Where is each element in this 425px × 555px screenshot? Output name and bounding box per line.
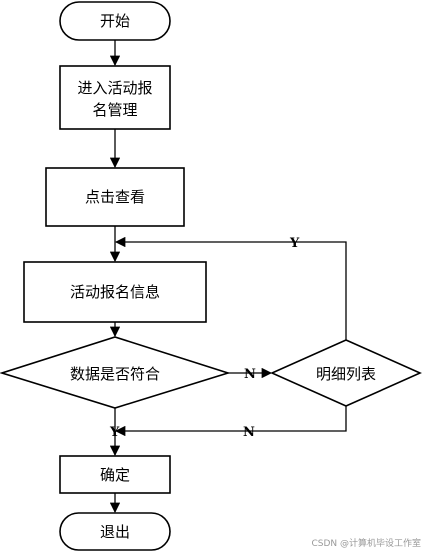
edge-label-decision-no: N [244,367,256,382]
edge-label-list-no: N [243,425,255,440]
start-label: 开始 [100,12,130,30]
click-view-label: 点击查看 [85,188,145,206]
enter-management-label-line2: 名管理 [92,101,137,119]
edge-list-loop-back [114,236,347,340]
detail-list-label: 明细列表 [316,365,376,383]
enter-management-label-line1: 进入活动报 [77,79,152,97]
enter-management-node: 进入活动报 名管理 [59,65,171,130]
decision-label: 数据是否符合 [70,365,160,383]
edge-label-decision-yes: Y [109,425,120,440]
edge-list-no-to-confirm [114,406,347,437]
registration-info-label: 活动报名信息 [70,283,160,301]
exit-node: 退出 [59,512,171,551]
registration-info-node: 活动报名信息 [23,261,207,323]
watermark-text: CSDN @计算机毕设工作室 [311,537,421,549]
confirm-label: 确定 [100,466,130,484]
exit-label: 退出 [100,523,130,541]
data-check-decision: 数据是否符合 [0,336,231,409]
click-view-node: 点击查看 [45,167,185,227]
confirm-node: 确定 [59,455,171,494]
detail-list-decision: 明细列表 [270,339,422,407]
edge-label-loop-yes: Y [289,236,300,251]
start-node: 开始 [59,1,171,41]
